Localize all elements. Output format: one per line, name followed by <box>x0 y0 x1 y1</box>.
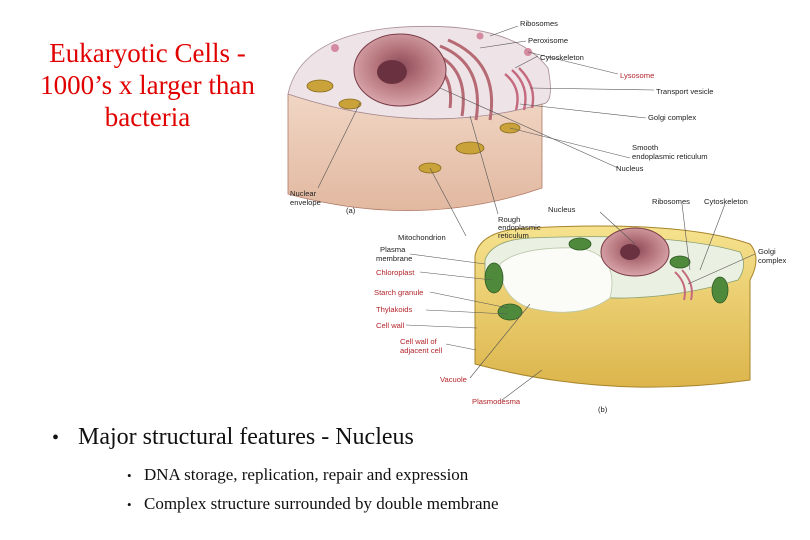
label-rough-er: reticulum <box>498 231 529 240</box>
label-nucleus-a: Nucleus <box>616 164 644 173</box>
label-rough-er: endoplasmic <box>498 223 541 232</box>
bullet-dot-icon: • <box>127 468 132 483</box>
label-peroxisome: Peroxisome <box>528 36 568 45</box>
title-line: 1000’s x larger than <box>40 69 255 100</box>
label-chloroplast: Chloroplast <box>376 268 415 277</box>
label-transport-vesicle: Transport vesicle <box>656 87 714 96</box>
label-nuclear-envelope: envelope <box>290 198 321 207</box>
golgi-complex <box>504 67 535 111</box>
vacuole <box>499 247 613 313</box>
label-plasma-membrane: Plasma <box>380 245 406 254</box>
label-nucleus-b: Nucleus <box>548 205 576 214</box>
label-lysosome: Lysosome <box>620 71 654 80</box>
sub-bullet: • DNA storage, replication, repair and e… <box>127 461 792 490</box>
sub-bullet-text: DNA storage, replication, repair and exp… <box>144 465 469 484</box>
leader-lines <box>317 25 756 401</box>
golgi-complex-b <box>674 269 693 301</box>
sub-bullet-text: Complex structure surrounded by double m… <box>144 493 499 513</box>
label-ribosomes: Ribosomes <box>520 19 558 28</box>
label-rough-er: Rough <box>498 215 520 224</box>
animal-cell <box>287 25 551 212</box>
bullet-dot-icon: • <box>52 427 60 449</box>
label-starch-granule: Starch granule <box>374 288 423 297</box>
label-thylakoids: Thylakoids <box>376 305 412 314</box>
sub-bullet: • Complex structure surrounded by double… <box>127 490 792 519</box>
nucleolus <box>377 60 407 84</box>
label-cell-wall: Cell wall <box>376 321 405 330</box>
plant-cell <box>474 225 757 388</box>
chloroplasts <box>484 237 729 321</box>
bullet-dot-icon: • <box>127 496 132 512</box>
panel-a-tag: (a) <box>346 206 356 215</box>
slide-title: Eukaryotic Cells - 1000’s x larger than … <box>20 38 275 134</box>
label-cell-wall-adjacent: adjacent cell <box>400 346 443 355</box>
label-plasma-membrane: membrane <box>376 254 412 263</box>
label-smooth-er: Smooth <box>632 143 658 152</box>
label-vacuole: Vacuole <box>440 375 467 384</box>
label-golgi-b: complex <box>758 256 786 265</box>
title-line: Eukaryotic Cells - <box>49 38 246 68</box>
mitochondria <box>306 79 521 174</box>
cell-diagram: Ribosomes Peroxisome Cytoskeleton Lysoso… <box>287 19 786 414</box>
title-line: bacteria <box>104 101 191 132</box>
label-mitochondrion: Mitochondrion <box>398 233 446 242</box>
bullet-main-text: Major structural features - Nucleus <box>78 424 414 450</box>
label-plasmodesma: Plasmodesma <box>472 397 521 406</box>
label-cytoskeleton-b: Cytoskeleton <box>704 197 748 206</box>
label-smooth-er: endoplasmic reticulum <box>632 152 708 161</box>
label-cell-wall-adjacent: Cell wall of <box>400 337 438 346</box>
panel-b-tag: (b) <box>598 405 608 414</box>
sub-bullet-list: • DNA storage, replication, repair and e… <box>127 461 792 519</box>
nucleolus-b <box>620 244 640 260</box>
label-golgi-complex: Golgi complex <box>648 113 696 122</box>
label-golgi-b: Golgi <box>758 247 776 256</box>
bullet-main: • Major structural features - Nucleus <box>52 424 792 451</box>
label-cytoskeleton: Cytoskeleton <box>540 53 584 62</box>
label-ribosomes-b: Ribosomes <box>652 197 690 206</box>
label-nuclear-envelope: Nuclear <box>290 189 317 198</box>
bullet-list: • Major structural features - Nucleus • … <box>52 424 792 519</box>
